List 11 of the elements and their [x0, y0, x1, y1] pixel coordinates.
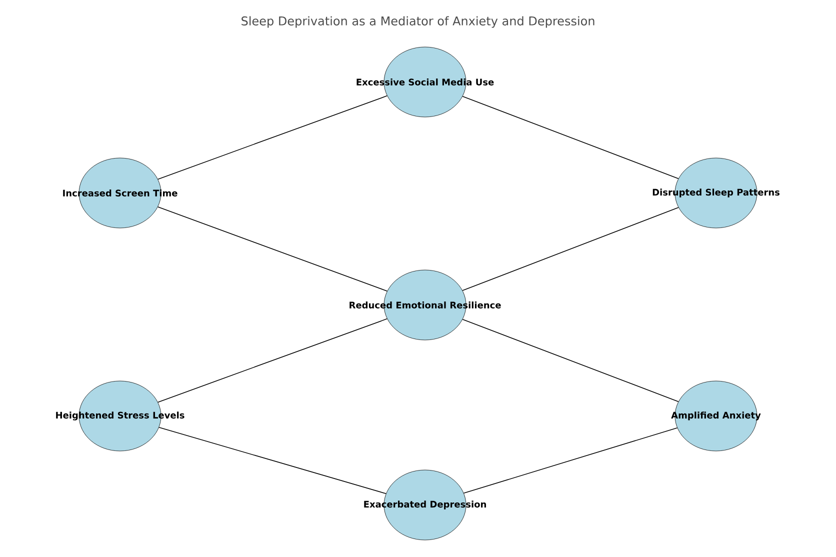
node-label: Exacerbated Depression: [364, 500, 486, 510]
diagram-title: Sleep Deprivation as a Mediator of Anxiety and Depression: [242, 16, 594, 28]
connector-line: [158, 426, 386, 494]
node-label: Amplified Anxiety: [671, 412, 761, 420]
connector-line: [463, 427, 678, 494]
connector-line: [462, 207, 679, 291]
connector-line: [157, 206, 388, 292]
connector-line: [462, 318, 679, 402]
connector-line: [158, 318, 388, 403]
connector-line: [158, 95, 388, 180]
connector-line: [462, 96, 679, 180]
